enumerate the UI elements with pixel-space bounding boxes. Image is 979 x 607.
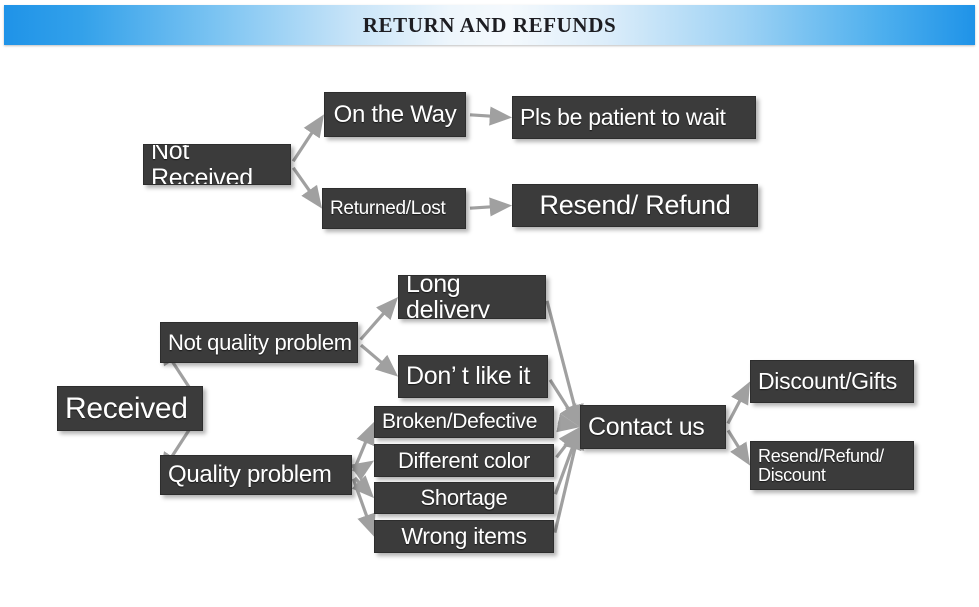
flow-node-shortage: Shortage [374,482,554,514]
flow-node-label: Wrong items [401,523,527,550]
flow-node-label: Broken/Defective [382,409,538,433]
flow-arrow-returned-lost-to-resend-refund [469,197,513,217]
flow-node-label: Long delivery [406,275,490,319]
flow-node-dont-like-it: Don’ t like it [398,355,548,398]
flow-node-broken-defective: Broken/Defective [374,406,554,438]
flow-arrow-different-color-to-contact-us [555,426,581,459]
flow-node-not-quality: Not quality problem [160,322,358,363]
flow-arrow-not-received-to-on-the-way [291,114,325,163]
flow-arrow-shortage-to-contact-us [553,426,582,495]
flow-node-returned-lost: Returned/Lost [322,188,466,229]
flow-arrow-quality-problem-to-shortage [351,475,375,499]
flow-arrow-not-received-to-returned-lost [291,166,323,209]
flow-node-wrong-items: Wrong items [374,520,554,553]
flow-node-label: Discount/Gifts [758,368,897,395]
flow-node-resend-refund: Resend/ Refund [512,184,758,227]
flow-node-label: Received [65,391,188,425]
flow-arrow-quality-problem-to-different-color [350,460,375,481]
flow-node-label: Resend/ Refund [539,190,731,221]
flow-arrow-broken-defective-to-contact-us [556,413,581,433]
flow-arrow-not-quality-to-long-delivery [359,296,399,341]
flow-node-label: Contact us [588,412,705,441]
flow-node-discount-gifts: Discount/Gifts [750,360,914,403]
flow-node-label: Not Received [151,144,253,185]
flow-arrow-quality-problem-to-broken-defective [352,421,375,472]
page-title: RETURN AND REFUNDS [362,13,617,37]
flow-node-resend-refund-disc: Resend/Refund/ Discount [750,441,914,490]
flow-node-label: Don’ t like it [406,362,531,391]
flow-arrow-on-the-way-to-pls-be-patient [469,106,513,126]
flow-arrow-contact-us-to-resend-refund-disc [726,429,751,466]
flow-node-label: Returned/Lost [330,197,446,219]
flow-node-pls-be-patient: Pls be patient to wait [512,96,756,139]
flow-node-label: On the Way [333,100,457,128]
flow-arrow-long-delivery-to-contact-us [545,300,584,428]
flow-arrow-quality-problem-to-wrong-items [351,478,376,537]
flow-arrow-not-quality-to-dont-like-it [359,343,399,377]
flow-node-different-color: Different color [374,444,554,477]
flow-node-label: Different color [397,447,531,473]
flow-arrow-contact-us-to-discount-gifts [726,381,751,425]
flow-node-label: Quality problem [168,461,332,489]
flow-node-quality-problem: Quality problem [160,455,352,495]
header-banner: RETURN AND REFUNDS [4,5,975,45]
flow-node-label: Shortage [420,485,508,511]
flow-node-long-delivery: Long delivery [398,275,546,319]
flow-node-label: Not quality problem [168,329,352,355]
flow-node-contact-us: Contact us [580,405,726,449]
flow-node-label: Resend/Refund/ Discount [758,445,884,485]
flow-node-on-the-way: On the Way [324,92,466,137]
flow-arrow-wrong-items-to-contact-us [553,426,585,533]
flow-node-not-received: Not Received [143,144,291,185]
flow-arrow-dont-like-it-to-contact-us [548,379,581,428]
flow-node-received: Received [57,386,203,431]
flow-node-label: Pls be patient to wait [520,104,726,131]
